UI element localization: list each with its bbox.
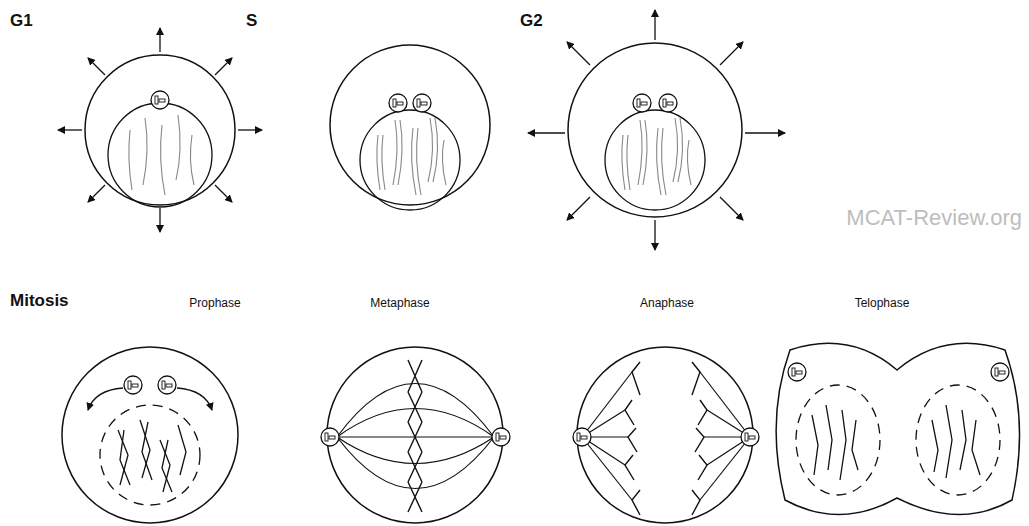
phase-title: G2 xyxy=(520,12,543,29)
stage-label: Prophase xyxy=(189,297,240,309)
stage-label: Anaphase xyxy=(640,297,694,309)
centrosomes xyxy=(124,91,1009,446)
stage-label: Telophase xyxy=(855,297,910,309)
phase-title: S xyxy=(246,12,257,29)
stage-label: Metaphase xyxy=(370,297,429,309)
section-title: Mitosis xyxy=(10,292,69,309)
watermark: MCAT-Review.org xyxy=(846,207,1022,229)
phase-title: G1 xyxy=(10,12,33,29)
